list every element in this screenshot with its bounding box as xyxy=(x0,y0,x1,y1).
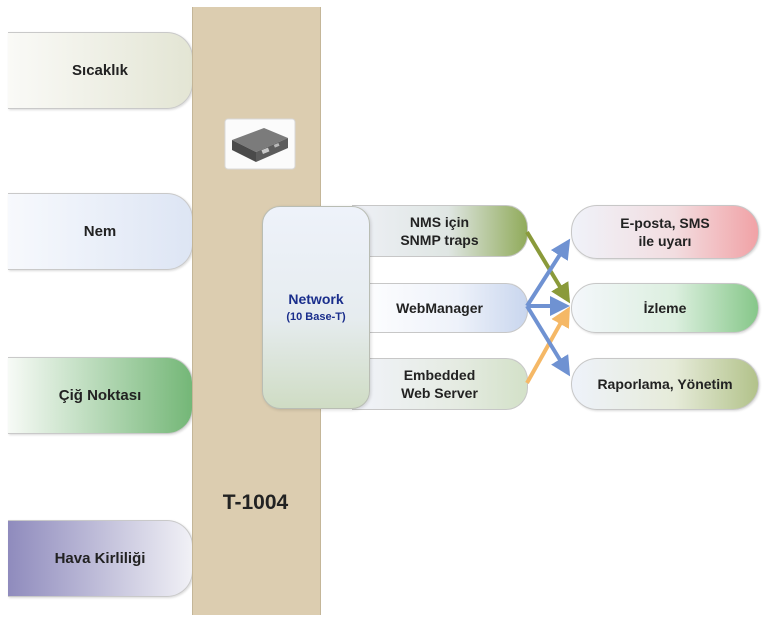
arrow-snmp-to-izleme xyxy=(525,230,571,304)
sensor-label: Sıcaklık xyxy=(72,62,128,79)
sensor-label: Hava Kirliliği xyxy=(54,550,146,567)
output-label: E-posta, SMS ile uyarı xyxy=(620,215,710,249)
device-name: T-1004 xyxy=(222,491,289,514)
sensor-dew-point: Çiğ Noktası xyxy=(8,357,193,434)
service-snmp-traps: NMS için SNMP traps xyxy=(352,205,528,257)
service-label: Embedded Web Server xyxy=(401,367,478,401)
service-label: WebManager xyxy=(396,300,483,316)
service-webmanager: WebManager xyxy=(352,283,528,333)
output-label: İzleme xyxy=(643,300,687,316)
sensor-temperature: Sıcaklık xyxy=(8,32,193,109)
sensor-label: Çiğ Noktası xyxy=(58,387,142,404)
arrow-webmanager-to-reporting xyxy=(525,304,571,377)
network-subtitle: (10 Base-T) xyxy=(286,311,346,323)
network-title: Network xyxy=(288,291,344,307)
sensor-label: Nem xyxy=(83,223,117,240)
output-alert: E-posta, SMS ile uyarı xyxy=(571,205,759,259)
service-embedded-web-server: Embedded Web Server xyxy=(352,358,528,410)
sensor-humidity: Nem xyxy=(8,193,193,270)
network-box: Network (10 Base-T) xyxy=(262,206,370,409)
output-monitoring: İzleme xyxy=(571,283,759,333)
output-reporting: Raporlama, Yönetim xyxy=(571,358,759,410)
sensor-air-pollution: Hava Kirliliği xyxy=(8,520,193,597)
device-image xyxy=(224,118,296,170)
arrow-webmanager-to-alert xyxy=(525,238,571,308)
service-label: NMS için SNMP traps xyxy=(400,214,479,248)
output-label: Raporlama, Yönetim xyxy=(597,376,733,392)
arrow-embedded-to-izleme xyxy=(525,306,570,384)
